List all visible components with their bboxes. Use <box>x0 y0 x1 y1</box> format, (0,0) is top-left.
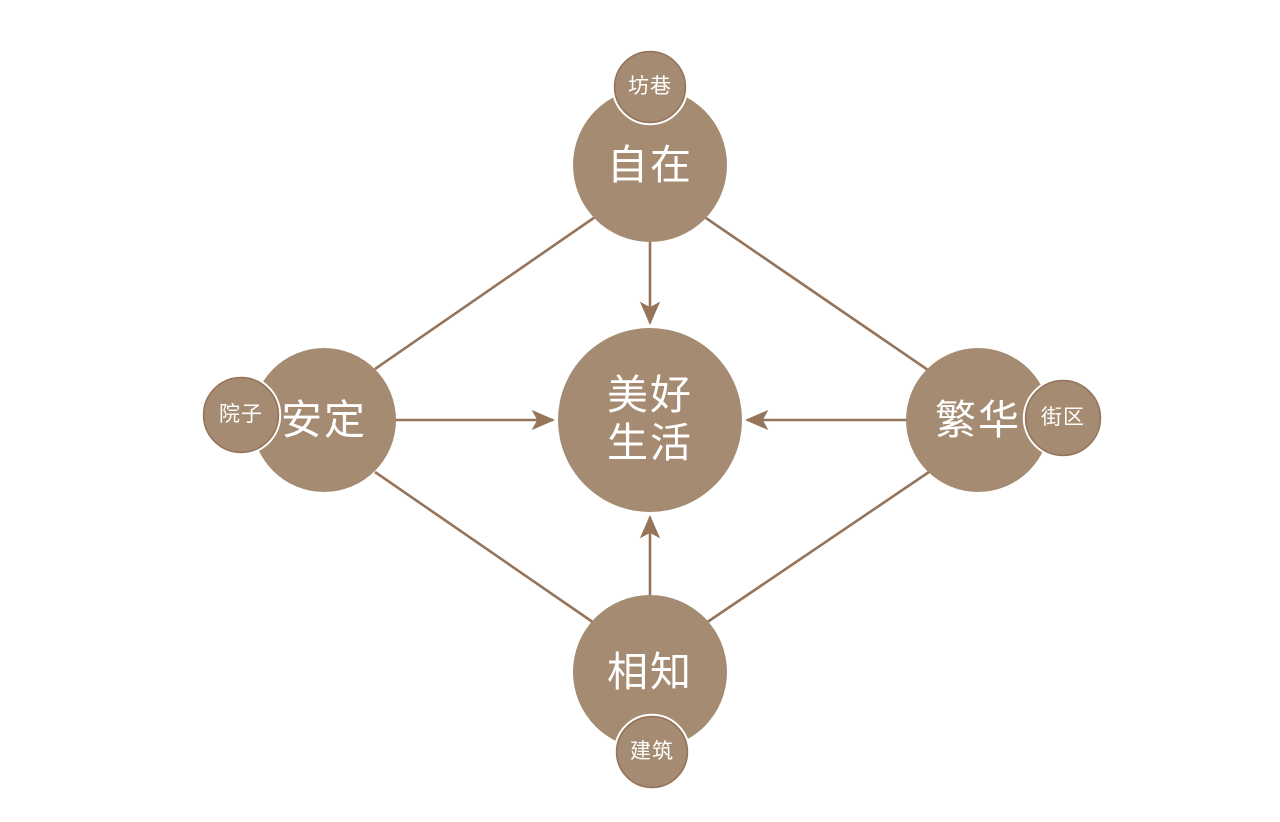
sub-circle-bottom-jianzhu-inner <box>615 715 689 789</box>
sub-circle-bottom-jianzhu[interactable] <box>613 713 691 791</box>
ring-connectors <box>374 213 930 627</box>
node-circle-top[interactable] <box>573 88 727 242</box>
connector-left-to-top <box>374 213 599 371</box>
sub-circle-top-fangxiang-inner <box>613 50 687 124</box>
node-circle-right[interactable] <box>906 348 1050 492</box>
hub-arrows <box>396 242 906 595</box>
sub-circle-left-yuanzi[interactable] <box>200 374 282 456</box>
sub-circle-top-fangxiang[interactable] <box>611 48 689 126</box>
connector-right-to-bottom <box>702 470 930 627</box>
connector-bottom-to-left <box>374 470 598 627</box>
sub-circle-right-jiequ-inner <box>1024 379 1102 457</box>
node-circles <box>252 88 1050 749</box>
node-circle-bottom[interactable] <box>573 595 727 749</box>
connector-top-to-right <box>702 214 929 372</box>
sub-circle-right-jiequ[interactable] <box>1022 377 1104 459</box>
sub-node-circles <box>200 48 1104 791</box>
node-circle-center[interactable] <box>558 328 742 512</box>
node-circle-left[interactable] <box>252 348 396 492</box>
sub-circle-left-yuanzi-inner <box>202 376 280 454</box>
